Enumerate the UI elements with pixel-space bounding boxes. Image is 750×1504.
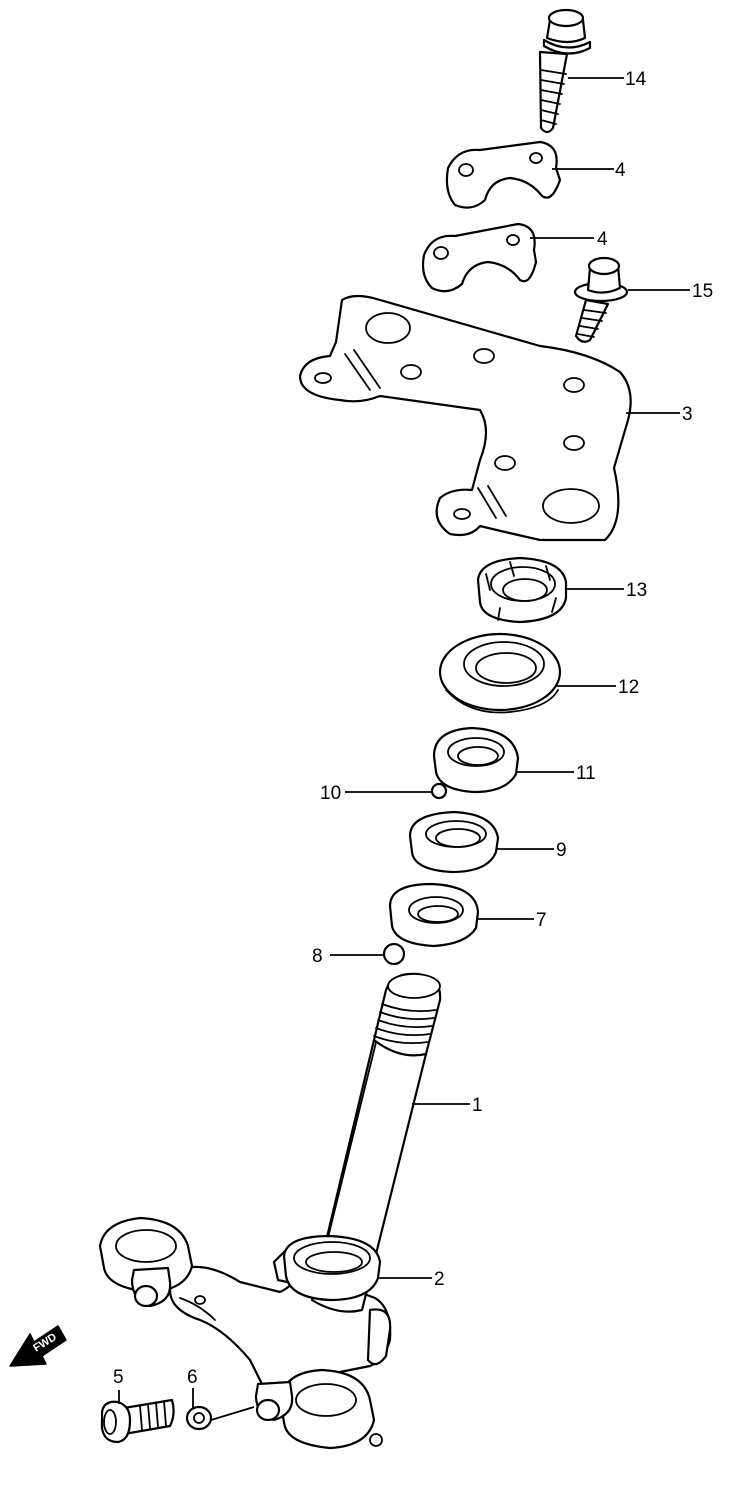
callout-2: 2: [434, 1269, 445, 1290]
part-12-dust-seal: [438, 632, 562, 714]
part-14-bolt: [538, 8, 592, 134]
callout-5: 5: [113, 1367, 124, 1388]
callout-12: 12: [618, 677, 639, 698]
part-8-ball: [382, 942, 406, 966]
callout-4-lower: 4: [597, 229, 608, 250]
part-5-bolt: [100, 1398, 175, 1444]
part-7-race: [388, 882, 480, 948]
callout-labels: 14 4 4 15 3 13 12 11 10 9 7 8 1 2 6 5: [113, 69, 713, 1388]
part-1-steering-stem: [98, 972, 442, 1450]
part-2-bearing: [282, 1234, 382, 1302]
callout-9: 9: [556, 840, 567, 861]
callout-15: 15: [692, 281, 713, 302]
callout-3: 3: [682, 404, 693, 425]
fwd-arrow-icon: FWD: [9, 1325, 67, 1367]
part-3-top-bracket: [298, 294, 632, 542]
callout-4-upper: 4: [615, 160, 626, 181]
part-11-bearing-race: [432, 726, 520, 794]
part-9-bearing: [408, 810, 500, 874]
callout-6: 6: [187, 1367, 198, 1388]
part-15-bolt: [573, 256, 629, 343]
callout-14: 14: [625, 69, 647, 90]
callout-10: 10: [320, 783, 341, 804]
leader-lines: [118, 77, 690, 1421]
callout-1: 1: [472, 1095, 483, 1116]
part-13-nut: [476, 556, 568, 624]
part-6-washer: [185, 1405, 213, 1431]
part-10-ball: [430, 782, 448, 800]
part-4-clamp-upper: [445, 140, 562, 209]
callout-8: 8: [312, 946, 323, 967]
callout-11: 11: [576, 763, 596, 784]
callout-7: 7: [536, 910, 547, 931]
part-4-clamp-lower: [421, 222, 538, 293]
callout-13: 13: [626, 580, 647, 601]
